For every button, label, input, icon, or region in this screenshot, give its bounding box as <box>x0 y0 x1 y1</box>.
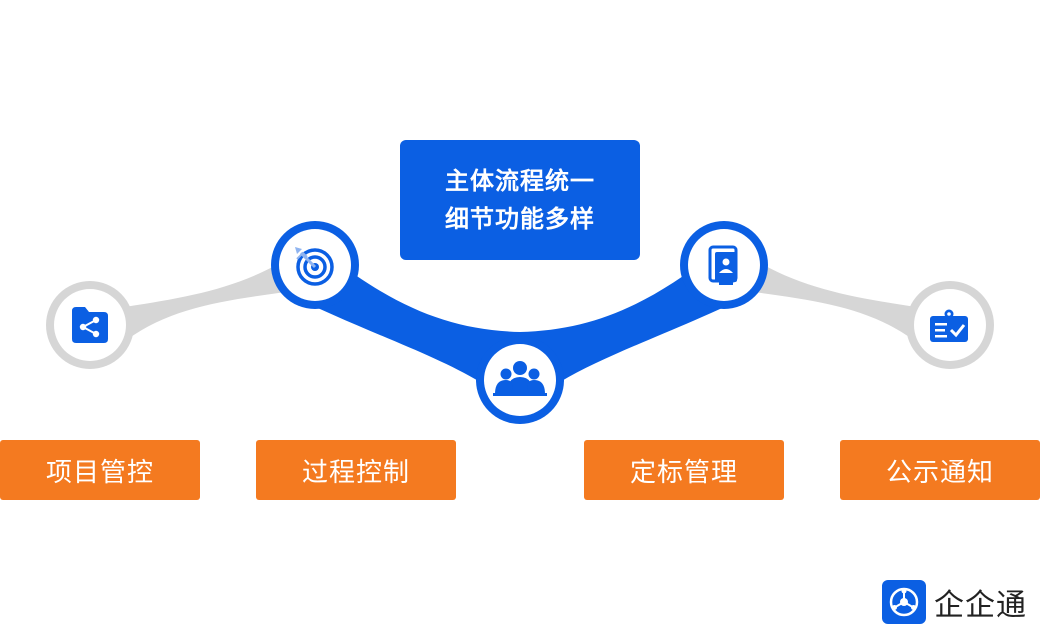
center-line-1: 主体流程统一 <box>445 167 595 195</box>
target-icon <box>295 247 334 286</box>
qiqitong-logo-icon <box>882 580 926 624</box>
label-award-management: 定标管理 <box>584 440 784 500</box>
label-project-control: 项目管控 <box>0 440 200 500</box>
center-line-2: 细节功能多样 <box>445 205 595 233</box>
brand-logo: 企企通 <box>882 580 1027 624</box>
label-public-notice: 公示通知 <box>840 440 1040 500</box>
clipboard-check-icon <box>930 309 968 342</box>
label-process-control: 过程控制 <box>256 440 456 500</box>
folder-share-icon <box>72 307 108 343</box>
team-icon <box>493 361 547 396</box>
center-summary-box: 主体流程统一 细节功能多样 <box>400 140 640 260</box>
document-seal-icon <box>708 245 738 285</box>
logo-text: 企企通 <box>934 588 1027 623</box>
